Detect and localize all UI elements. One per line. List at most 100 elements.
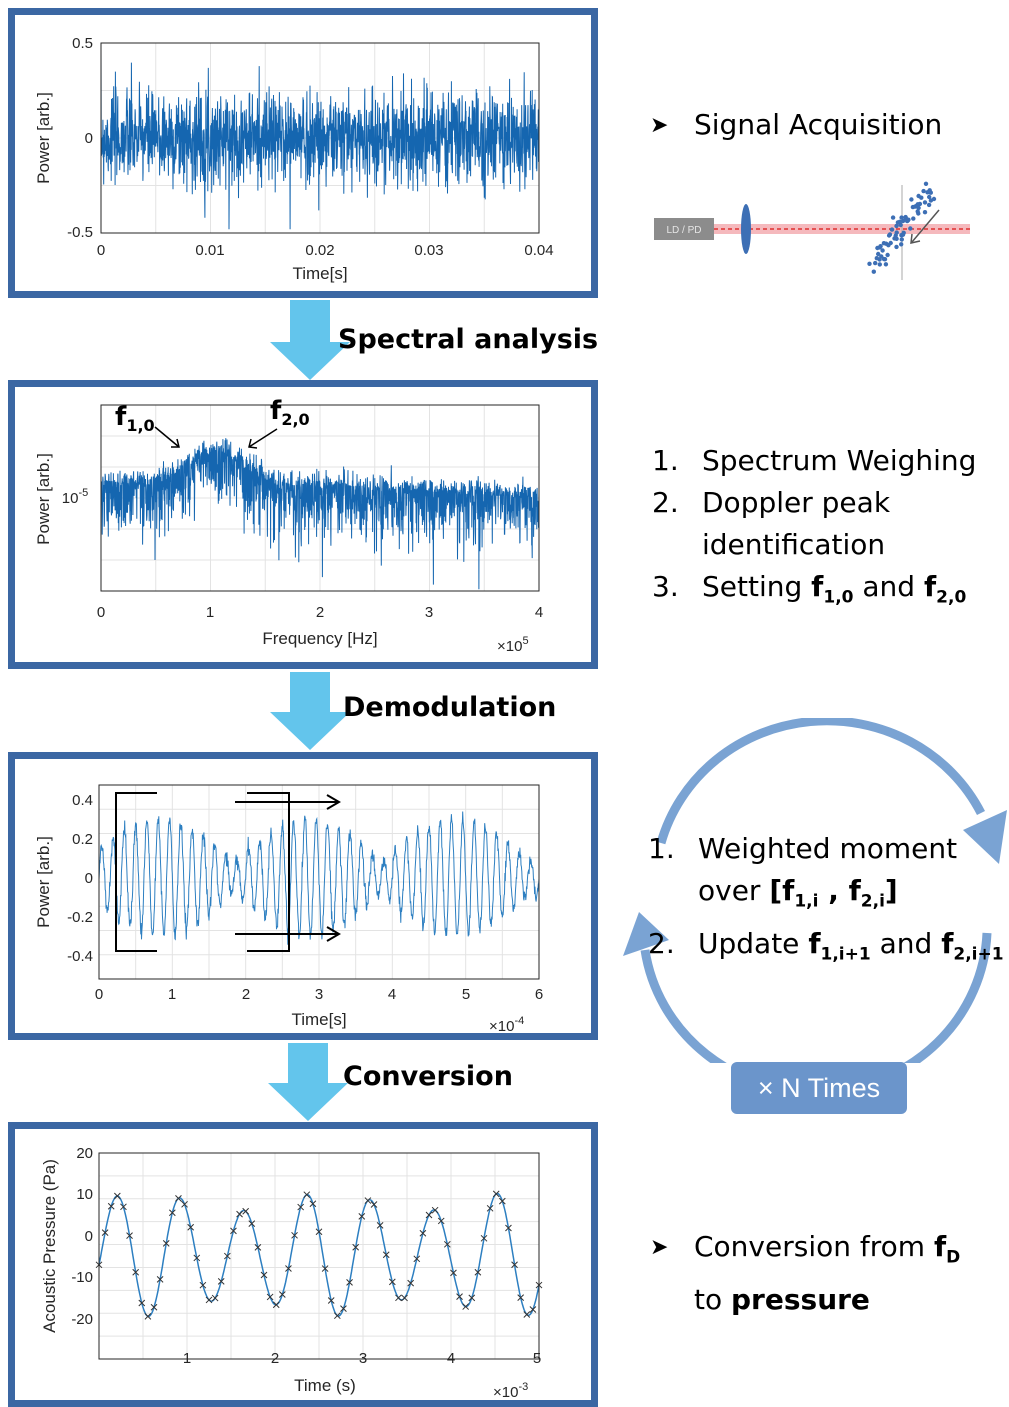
xtick-label: 4 xyxy=(535,604,543,621)
n-times-badge: × N Times xyxy=(731,1062,907,1114)
ytick-label: -0.2 xyxy=(67,909,93,926)
particle xyxy=(899,215,904,220)
xtick-label: 1 xyxy=(168,986,176,1003)
particle xyxy=(900,218,906,224)
demod-series xyxy=(98,811,540,945)
xtick-label: 0.02 xyxy=(305,242,334,259)
marker xyxy=(291,1231,298,1239)
marker xyxy=(162,1240,170,1247)
marker xyxy=(401,1294,408,1302)
marker xyxy=(217,1277,225,1285)
particle xyxy=(927,194,932,200)
particle xyxy=(881,241,887,246)
marker xyxy=(266,1293,274,1301)
xtick-label: 0 xyxy=(97,242,105,259)
particle xyxy=(926,202,932,208)
marker xyxy=(407,1279,415,1287)
marker xyxy=(297,1203,305,1211)
f10-arrow xyxy=(154,426,180,448)
marker xyxy=(303,1191,311,1199)
xtick-label: 3 xyxy=(315,986,323,1003)
particle xyxy=(900,232,906,237)
down-arrow-icon xyxy=(270,672,350,750)
marker xyxy=(413,1255,421,1263)
xtick-label: 2 xyxy=(271,1350,279,1367)
marker xyxy=(333,1312,341,1320)
marker xyxy=(388,1278,396,1286)
y-axis-label: Power [arb.] xyxy=(34,92,53,184)
particle xyxy=(881,256,887,262)
xtick-label: 2 xyxy=(316,604,324,621)
ytick-label: 10 xyxy=(76,1186,93,1203)
marker xyxy=(120,1203,127,1211)
marker xyxy=(321,1265,329,1272)
marker xyxy=(242,1207,250,1215)
xtick-label: 6 xyxy=(535,986,543,1003)
marker xyxy=(419,1229,427,1237)
step-label-conversion: Conversion xyxy=(343,1061,513,1092)
marker xyxy=(248,1220,256,1227)
marker xyxy=(132,1268,140,1276)
particle xyxy=(893,233,898,238)
particle xyxy=(922,200,928,205)
f20-annotation: f2,0 xyxy=(270,396,310,429)
ytick-label: 0 xyxy=(85,130,93,147)
particle xyxy=(874,256,879,261)
ytick-label: -20 xyxy=(71,1311,93,1328)
marker xyxy=(278,1291,286,1298)
xtick-label: 4 xyxy=(388,986,396,1003)
ytick-label: 20 xyxy=(76,1145,93,1162)
f10-annotation: f1,0 xyxy=(115,402,155,435)
particle xyxy=(876,251,881,257)
marker xyxy=(352,1243,360,1251)
marker xyxy=(175,1194,182,1202)
signal-panel: 0.5 0 -0.5 0 0.01 0.02 0.03 0.04 Time[s]… xyxy=(8,8,598,298)
conversion-panel: 20 10 0 -10 -20 1 2 3 4 5 Time (s) ×10-3… xyxy=(8,1122,598,1407)
xtick-label: 0 xyxy=(95,986,103,1003)
ytick-label: -10 xyxy=(71,1269,93,1286)
spectrum-series xyxy=(100,438,540,590)
marker xyxy=(511,1261,518,1269)
xtick-label: 0 xyxy=(97,604,105,621)
x-multiplier: ×105 xyxy=(497,635,529,655)
conversion-text: ➤Conversion from fD to pressure xyxy=(650,1226,960,1321)
particle xyxy=(871,269,876,274)
marker xyxy=(315,1228,323,1236)
marker xyxy=(101,1229,109,1236)
marker xyxy=(230,1227,237,1235)
ytick-label: 0 xyxy=(85,870,93,887)
marker xyxy=(425,1211,433,1219)
down-arrow-icon xyxy=(268,1043,348,1121)
particle xyxy=(879,254,884,259)
particle xyxy=(877,262,882,267)
svg-text:LD / PD: LD / PD xyxy=(666,225,701,236)
particle xyxy=(894,244,899,250)
marker xyxy=(376,1222,384,1229)
ytick-label: 0 xyxy=(85,1228,93,1245)
marker xyxy=(462,1303,470,1310)
particle xyxy=(915,209,920,214)
x-axis-label: Frequency [Hz] xyxy=(262,629,377,648)
pressure-markers xyxy=(95,1190,543,1320)
particle xyxy=(906,217,911,222)
down-arrow-icon xyxy=(270,300,350,380)
arrow-bullet-icon: ➤ xyxy=(650,113,669,138)
signal-chart: 0.5 0 -0.5 0 0.01 0.02 0.03 0.04 Time[s]… xyxy=(34,35,554,283)
particle xyxy=(878,244,883,249)
xtick-label: 1 xyxy=(206,604,214,621)
particle xyxy=(922,210,928,215)
marker xyxy=(223,1252,231,1260)
list-item: 2.Doppler peak xyxy=(652,486,891,519)
particle xyxy=(886,233,892,238)
marker xyxy=(474,1268,482,1276)
marker xyxy=(272,1301,280,1309)
particle xyxy=(911,216,916,221)
marker xyxy=(523,1311,531,1318)
marker xyxy=(529,1306,537,1313)
y-axis-label: Acoustic Pressure (Pa) xyxy=(40,1159,59,1333)
marker xyxy=(150,1303,158,1311)
marker xyxy=(492,1190,500,1198)
marker xyxy=(113,1192,121,1200)
xtick-label: 1 xyxy=(183,1350,191,1367)
marker xyxy=(358,1213,366,1220)
